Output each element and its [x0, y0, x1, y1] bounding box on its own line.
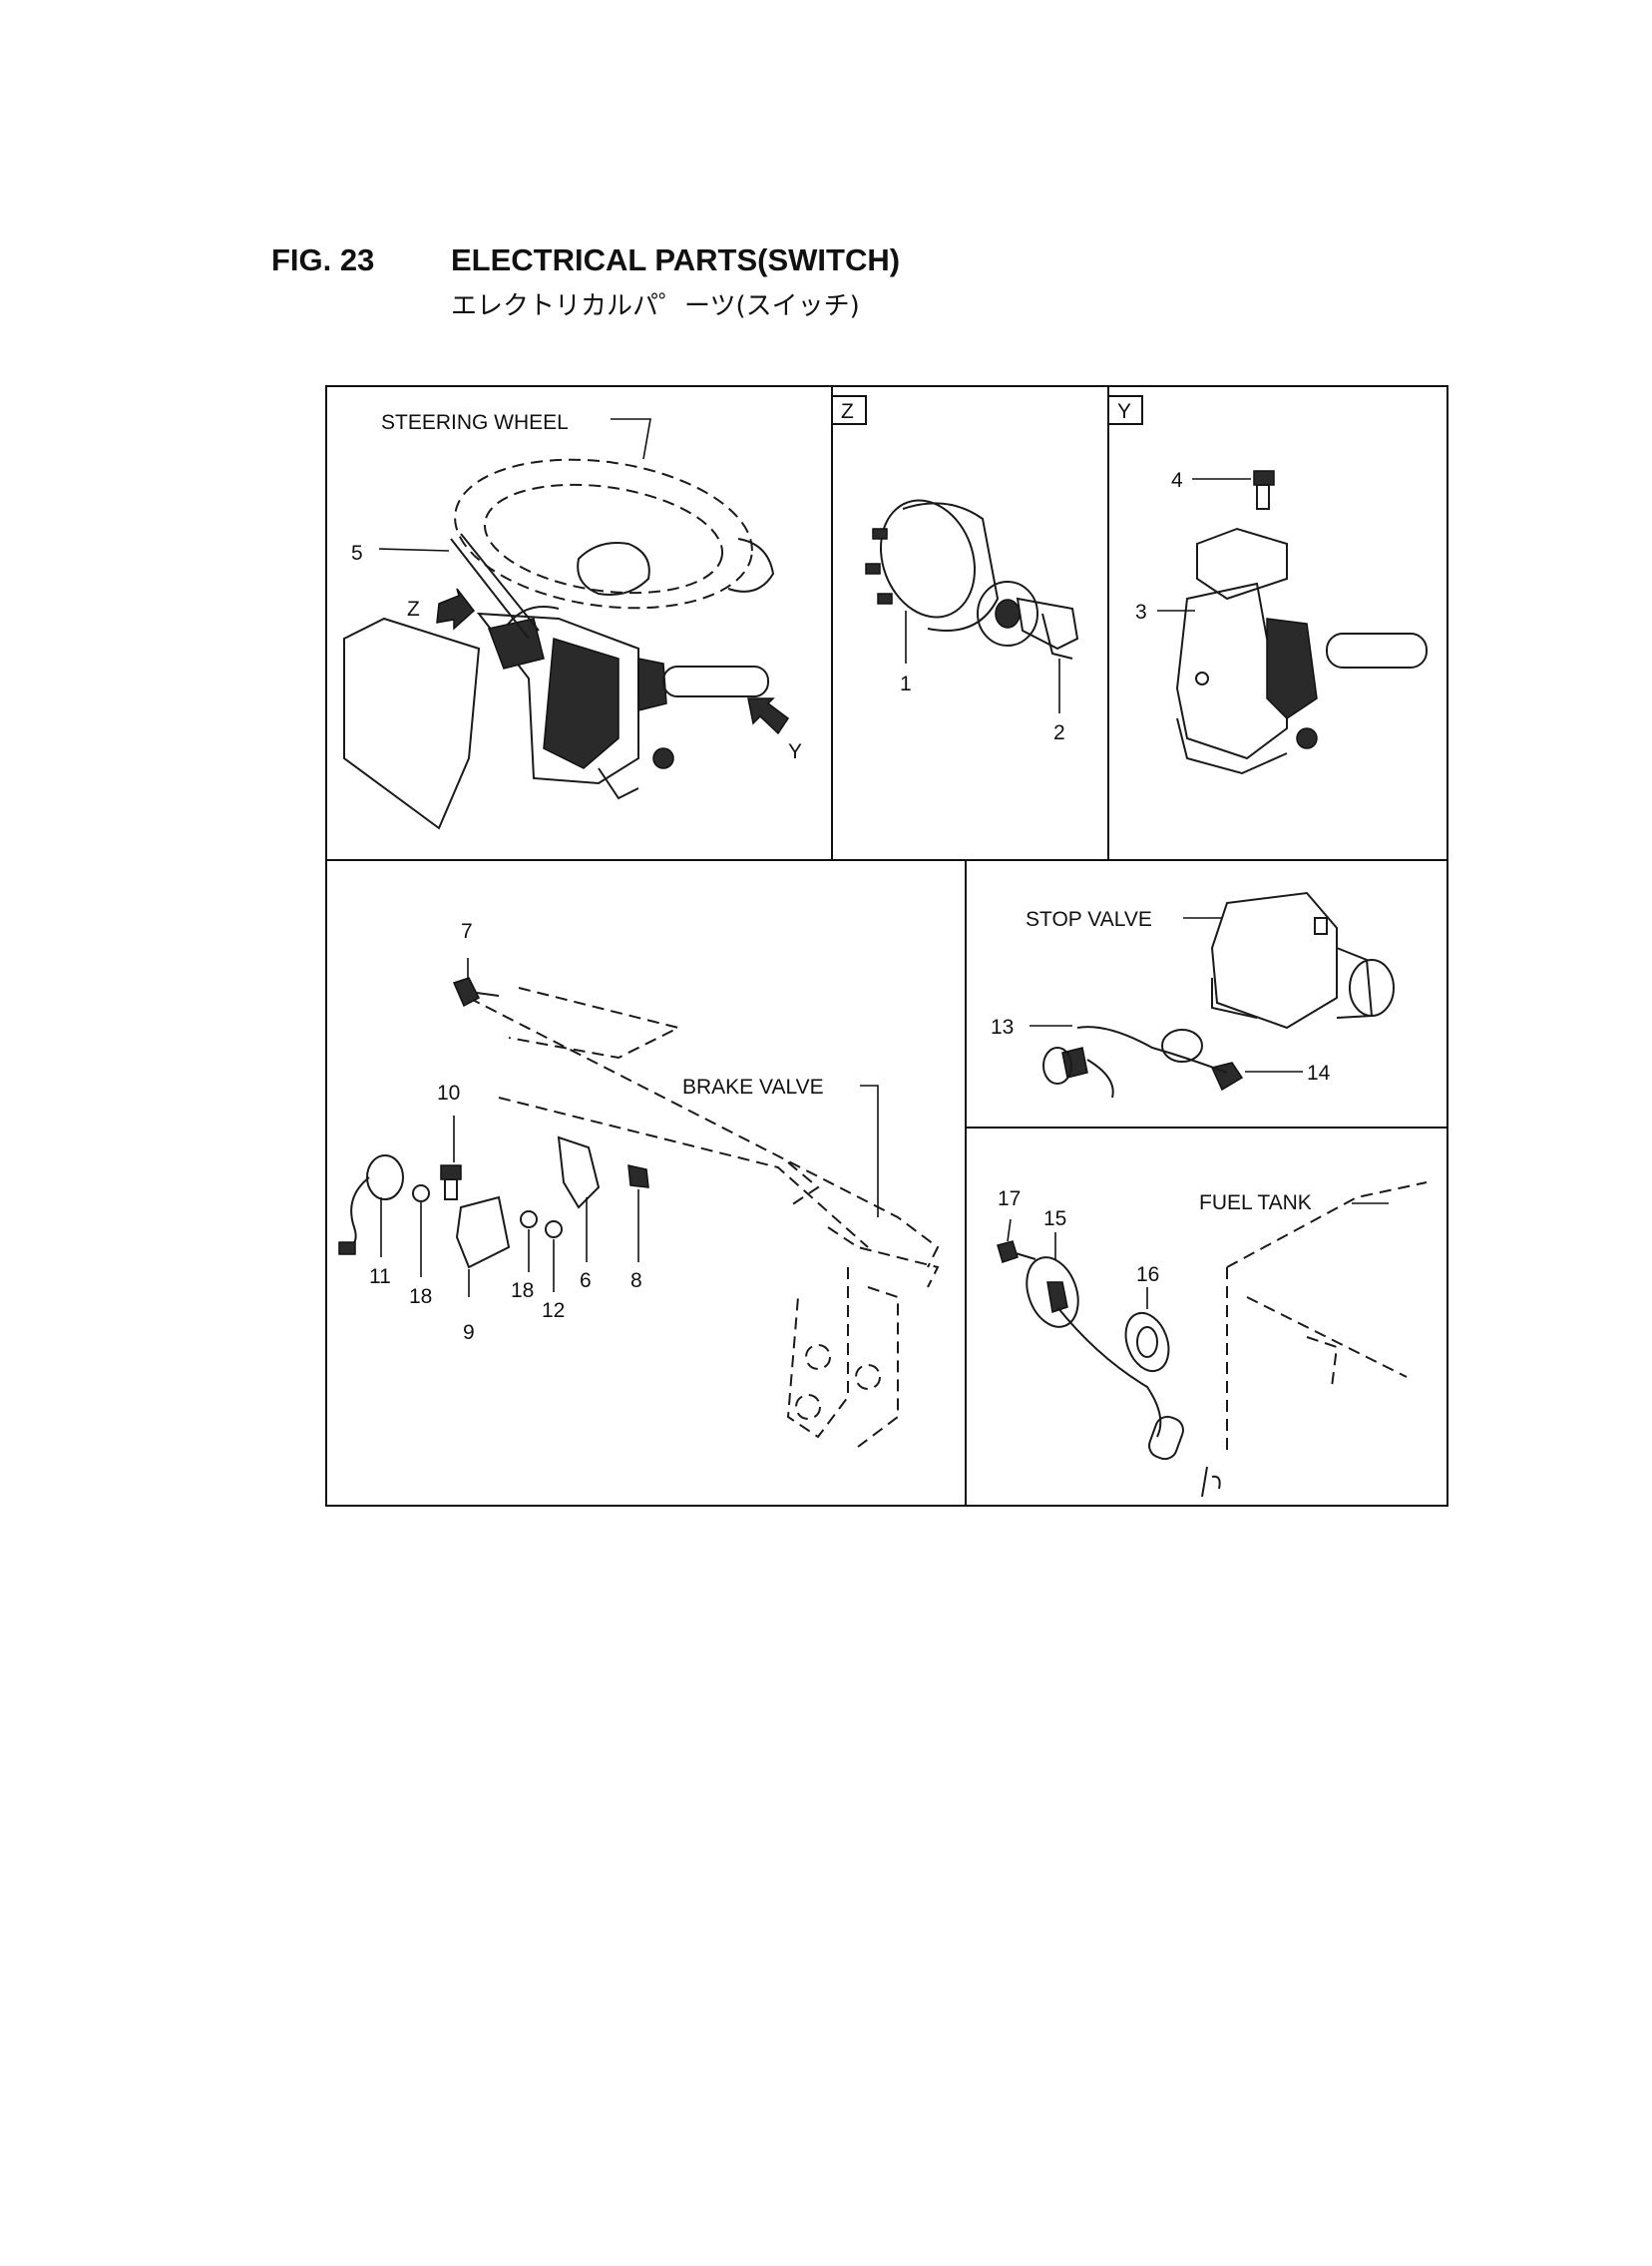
ignition-switch-drawing: [865, 499, 1079, 660]
label-part-18a: 18: [409, 1285, 432, 1308]
combination-switch-drawing: [343, 533, 769, 830]
panel-steering: STEERING WHEEL 5 Z Y: [343, 411, 802, 830]
label-part-12: 12: [542, 1299, 565, 1322]
panel-view-y: Y 4 3: [1107, 395, 1428, 775]
switch-assembly-drawing: [1175, 470, 1428, 775]
label-brake-valve: BRAKE VALVE: [682, 1076, 824, 1099]
panel-stop-valve: STOP VALVE 13 14: [991, 891, 1395, 1099]
label-part-8: 8: [630, 1269, 642, 1292]
label-part-14: 14: [1307, 1062, 1331, 1085]
label-part-2: 2: [1053, 721, 1065, 744]
tag-view-z: Z: [841, 400, 854, 423]
brake-switch-drawing: [338, 977, 649, 1269]
panel-view-z: Z 1 2: [831, 395, 1079, 744]
brake-pedal-drawing: [468, 987, 940, 1448]
stop-valve-drawing: [1042, 891, 1395, 1099]
label-part-17: 17: [998, 1187, 1021, 1210]
figure-number: FIG. 23: [271, 242, 375, 277]
label-part-5: 5: [351, 542, 363, 565]
fuel-sender-drawing: [997, 1181, 1428, 1498]
view-arrows: [436, 588, 790, 735]
label-view-z-arrow: Z: [407, 598, 420, 621]
label-part-7: 7: [461, 920, 473, 943]
panel-brake-valve: BRAKE VALVE 7 10 11 18 9 18 12 6 8: [338, 920, 940, 1448]
label-part-16: 16: [1136, 1263, 1159, 1286]
label-part-9: 9: [463, 1321, 475, 1344]
figure-title: ELECTRICAL PARTS(SWITCH): [451, 242, 901, 277]
label-stop-valve: STOP VALVE: [1026, 908, 1152, 931]
label-part-11: 11: [369, 1265, 391, 1288]
label-part-4: 4: [1171, 469, 1183, 492]
panel-fuel-tank: FUEL TANK 17 15 16: [997, 1181, 1428, 1498]
label-part-13: 13: [991, 1016, 1014, 1039]
label-part-10: 10: [437, 1082, 460, 1105]
label-part-1: 1: [900, 673, 912, 695]
label-steering-wheel: STEERING WHEEL: [381, 411, 569, 434]
figure-subtitle: エレクトリカルパ゜ーツ(スイッチ): [451, 291, 860, 321]
label-view-y-arrow: Y: [788, 740, 802, 763]
label-part-6: 6: [580, 1269, 592, 1292]
steering-wheel-drawing: [454, 458, 775, 610]
tag-view-y: Y: [1117, 400, 1131, 423]
diagram-frame: [325, 385, 1448, 1507]
label-fuel-tank: FUEL TANK: [1199, 1191, 1312, 1214]
label-part-18b: 18: [511, 1279, 534, 1302]
label-part-15: 15: [1043, 1207, 1066, 1230]
label-part-3: 3: [1135, 601, 1147, 624]
